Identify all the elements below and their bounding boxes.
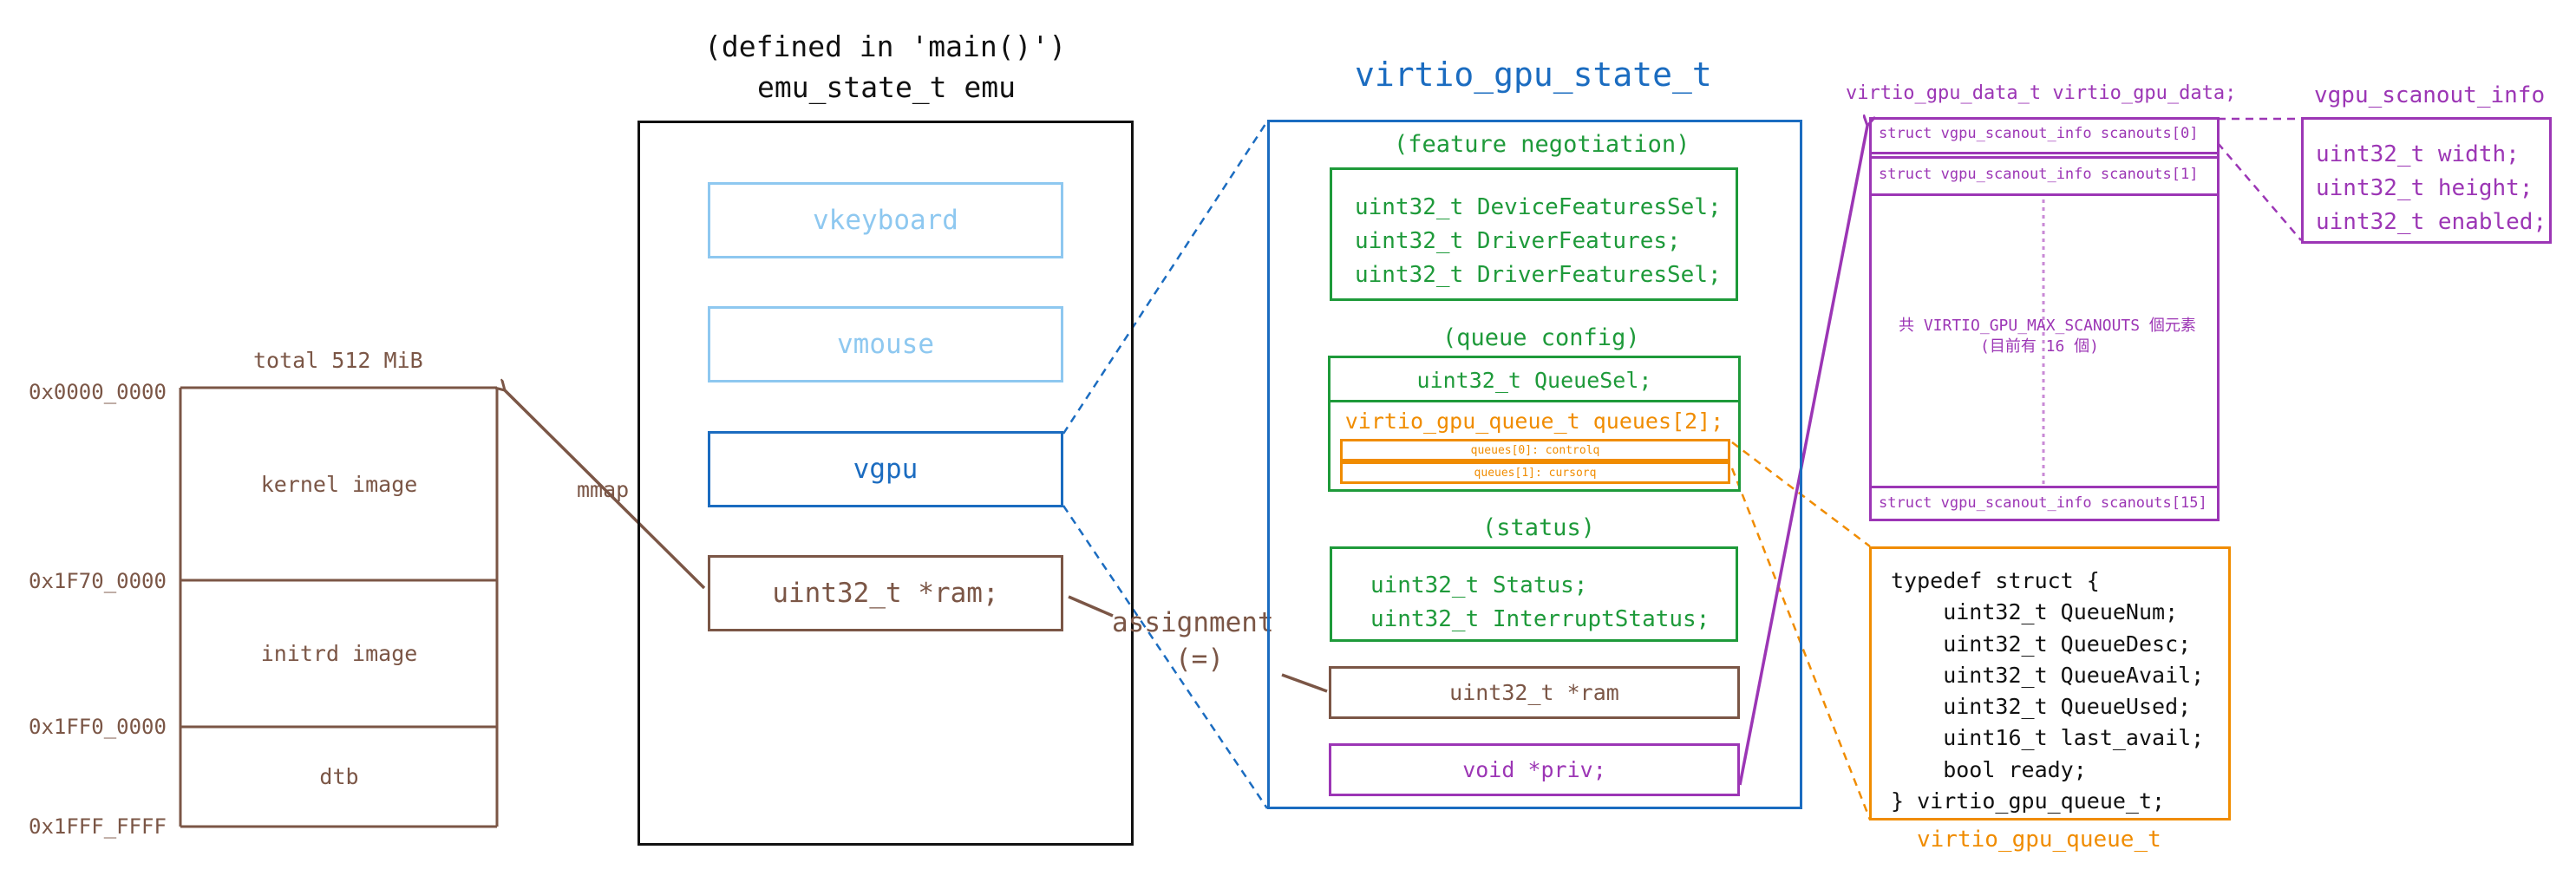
- assignment-line-left: [1068, 595, 1114, 618]
- feature-field: uint32_t DeviceFeaturesSel;: [1355, 194, 1722, 220]
- scanout-count-note: 共 VIRTIO_GPU_MAX_SCANOUTS 個元素: [1899, 317, 2196, 335]
- feature-field: uint32_t DriverFeaturesSel;: [1355, 262, 1722, 288]
- scanout-entry-0: struct vgpu_scanout_info scanouts[0]: [1872, 120, 2217, 154]
- queue-type-line: uint16_t last_avail;: [1891, 725, 2205, 751]
- queue-item-cursorq: queues[1]: cursorq: [1340, 461, 1730, 484]
- vgpu-field: vgpu: [708, 431, 1063, 507]
- status-field: uint32_t InterruptStatus;: [1370, 606, 1710, 632]
- address-label: 0x1F70_0000: [29, 569, 167, 593]
- scanout-entry-15: struct vgpu_scanout_info scanouts[15]: [1872, 486, 2217, 519]
- queue-type-line: } virtio_gpu_queue_t;: [1891, 788, 2166, 814]
- scanout-info-field: uint32_t enabled;: [2316, 209, 2547, 235]
- queue-type-line: uint32_t QueueUsed;: [1891, 694, 2192, 719]
- scanout-info-box: uint32_t width; uint32_t height; uint32_…: [2301, 117, 2552, 244]
- address-label: 0x1FFF_FFFF: [29, 814, 167, 839]
- ram-field: uint32_t *ram;: [708, 555, 1063, 631]
- memory-total-label: total 512 MiB: [253, 348, 423, 373]
- queue-type-line: bool ready;: [1891, 756, 2087, 782]
- memory-region-dtb: dtb: [319, 764, 359, 789]
- queue-type-line: uint32_t QueueDesc;: [1891, 631, 2192, 657]
- queue-type-line: uint32_t QueueAvail;: [1891, 662, 2205, 688]
- mmap-arrow: [505, 390, 706, 590]
- gpu-data-title: virtio_gpu_data_t virtio_gpu_data;: [1846, 82, 2237, 104]
- vmouse-field: vmouse: [708, 306, 1063, 382]
- scanout-info-field: uint32_t width;: [2316, 141, 2520, 167]
- zoom-line-top: [1062, 121, 1269, 435]
- vgpu-ram-field: uint32_t *ram: [1329, 666, 1740, 719]
- queue-type-caption: virtio_gpu_queue_t: [1917, 827, 2161, 853]
- feature-field: uint32_t DriverFeatures;: [1355, 228, 1681, 254]
- queue-type-line-bottom: [1730, 467, 1872, 820]
- assignment-line-right: [1281, 673, 1328, 693]
- feature-negotiation-title: (feature negotiation): [1394, 131, 1690, 158]
- gpu-data-box: [1869, 117, 2220, 521]
- memory-region-kernel: kernel image: [260, 471, 418, 497]
- queue-sel-field: uint32_t QueueSel;: [1416, 367, 1652, 393]
- scanout-entry-1: struct vgpu_scanout_info scanouts[1]: [1872, 156, 2217, 196]
- queue-type-line: typedef struct {: [1891, 568, 2100, 593]
- assignment-label: assignment: [1112, 607, 1274, 638]
- scanout-current-note: (目前有 16 個): [1980, 337, 2100, 356]
- status-field: uint32_t Status;: [1370, 572, 1588, 598]
- emu-state-box: [637, 121, 1134, 846]
- vgpu-state-title: virtio_gpu_state_t: [1355, 56, 1712, 94]
- memory-region-initrd: initrd image: [260, 641, 418, 666]
- emu-defined-in-label: (defined in 'main()'): [704, 29, 1067, 63]
- queue-type-definition-box: typedef struct { uint32_t QueueNum; uint…: [1869, 546, 2231, 820]
- queue-type-line: uint32_t QueueNum;: [1891, 599, 2179, 625]
- assignment-operator-label: (=): [1175, 644, 1224, 675]
- status-title: (status): [1482, 514, 1596, 541]
- vgpu-state-box: [1267, 120, 1802, 809]
- scanout-info-title: vgpu_scanout_info: [2314, 82, 2546, 108]
- queue-config-divider: [1330, 400, 1738, 402]
- mmap-label: mmap: [577, 477, 630, 502]
- queue-config-title: (queue config): [1442, 324, 1640, 351]
- emu-title: emu_state_t emu: [757, 70, 1017, 104]
- priv-arrow: [1738, 126, 1867, 786]
- status-box: uint32_t Status; uint32_t InterruptStatu…: [1330, 546, 1738, 642]
- queue-config-box: [1328, 356, 1741, 492]
- feature-negotiation-box: uint32_t DeviceFeaturesSel; uint32_t Dri…: [1330, 167, 1738, 301]
- scanout-info-field: uint32_t height;: [2316, 175, 2534, 201]
- zoom-line-bottom: [1062, 505, 1269, 809]
- vkeyboard-field: vkeyboard: [708, 182, 1063, 258]
- scanout-info-line-bottom: [2217, 142, 2302, 241]
- queue-item-controlq: queues[0]: controlq: [1340, 439, 1730, 461]
- priv-field: void *priv;: [1329, 743, 1740, 796]
- queues-field: virtio_gpu_queue_t queues[2];: [1344, 408, 1724, 434]
- address-label: 0x1FF0_0000: [29, 715, 167, 739]
- address-label: 0x0000_0000: [29, 380, 167, 404]
